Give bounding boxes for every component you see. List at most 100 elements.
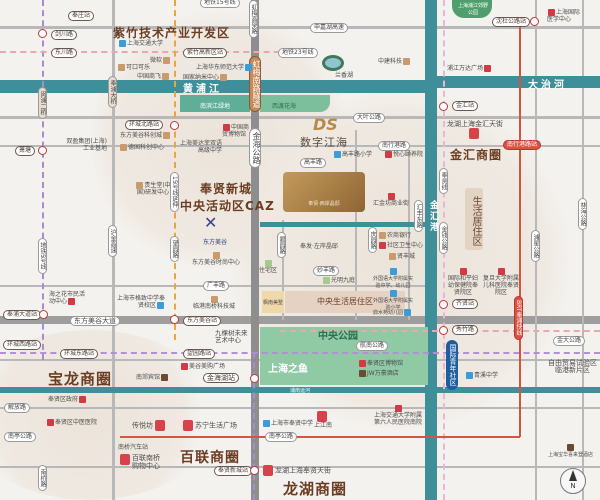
station-huanxi[interactable]: 环城西路站 [3,340,42,350]
station-xiuzhu[interactable]: 秀竹路 [452,325,479,335]
poi-sheraton[interactable]: 上海宝华喜来登酒店 [548,444,593,459]
metro-line-5-south [253,352,255,500]
station-shendu[interactable]: 沈杜公路站 [492,17,531,27]
poi-sisu-mid[interactable]: 外国语大学附属实验中学、幼儿园 [372,268,414,290]
shop-icon [389,253,396,260]
road-jinhai [251,0,259,500]
poi-fashion[interactable]: 东方美谷时尚中心 [192,252,240,266]
poi-jiukeshu[interactable]: 九棵树未来艺术中心 [215,330,251,344]
road-label-minpu2: 闵浦二桥 [38,87,47,119]
road-label-line23: 地铁23号线 [278,48,318,58]
station-fengpu[interactable]: 奉浦大道站 [3,310,42,320]
hospital-icon [548,9,555,16]
poi-longhu-jh[interactable]: 龙湖上海金汇天街 [447,121,503,139]
station-xincheng[interactable]: 奉贤新城站 [214,466,253,476]
station-wangyuan[interactable]: 望园路站 [183,349,216,359]
poi-fudan[interactable]: 复旦大学附属儿科医院奉贤院区 [483,268,519,296]
poi-ipmch[interactable]: 国际和平妇幼保健院奉贤院区 [447,268,479,296]
road-label-jinhai: 金海公路 [249,128,261,168]
poi-label: 东方美谷时尚中心 [192,259,241,266]
poi-bailian[interactable]: 百联南桥购物中心 [120,454,162,470]
poi-sjtu[interactable]: 上海交通大学 [118,40,163,47]
poi-lingang[interactable]: 临港南桥科技城 [193,296,235,310]
poi-shangjiangnan[interactable]: 上江南 [314,411,332,429]
station-zizhu[interactable]: 紫竹高新区站 [183,48,228,58]
poi-intl-med[interactable]: 上海国际医学中心 [547,9,583,23]
poi-haizhihua[interactable]: 海之花市民活动中心 [49,291,85,305]
station-jianchuan[interactable]: 剑川路 [51,30,78,40]
hotel-icon [567,444,574,451]
poi-tcm[interactable]: 奉贤区中医医院 [46,419,97,426]
poi-bus-station[interactable]: 南桥汽车站 [118,444,149,451]
label-dazhi: 大治河 [528,80,567,91]
poi-xianfeng[interactable]: 贤丰城 [388,253,415,260]
poi-jw[interactable]: JW万豪酒店 [358,370,399,377]
poi-german[interactable]: 德国科创中心 [119,144,164,151]
poi-label: 青溪中学 [474,372,499,379]
district-zizhu: 紫竹技术产业开发区 [113,26,231,40]
poi-fx-museum[interactable]: 奉贤区博物馆 [358,360,403,367]
poi-chuanyue[interactable]: 传悦坊 [132,420,167,431]
poi-guangming[interactable]: 光明九庭 [322,277,355,284]
poi-meida[interactable]: 上海美达菲双语高级中学 [180,140,222,154]
poi-sisu-pri[interactable]: 外国语大学附属实验小学 [372,290,414,312]
station-qixian[interactable]: 齐贤站 [452,299,479,309]
care-icon [385,151,392,158]
station-jinhaihu[interactable]: 金海湖站 [203,373,239,383]
station-nanxinggang[interactable]: 南行港路站 [503,140,542,150]
poi-kcc[interactable]: 东方美谷科创城 [120,132,171,139]
station-xiaotang[interactable]: 萧塘 [15,146,36,156]
poi-nanjiao[interactable]: 南郊宾馆 [136,374,169,381]
school-icon [245,64,253,71]
station-huandong[interactable]: 环城东路站 [60,349,99,359]
road [0,145,600,147]
poi-meigou[interactable]: 美谷美购广场 [180,363,225,370]
poi-huijinfang[interactable]: 汇金坊商业街 [373,193,409,207]
poi-zuoan[interactable]: 奉发·左岸晶邸 [300,243,338,250]
project-card[interactable]: 奉贤·西岸晶邸 [283,172,365,212]
poi-coke[interactable]: 可口可乐 [117,64,150,71]
poi-shuangying[interactable]: 双盈集团(上海)工业基地 [62,138,107,152]
poi-ecnu[interactable]: 上海华东师范大学 [196,64,253,71]
poi-dingshui[interactable]: 鼎水苑幼儿园 [373,309,412,317]
poi-resi[interactable]: 住宅区 [259,260,277,274]
district-shuzi: 数字江海 [300,136,348,149]
station-dongchuan[interactable]: 东川路 [51,48,78,58]
road-label-fengxian-line: 奉贤线 [439,168,448,194]
school-icon [466,372,473,379]
poi-rcb[interactable]: 农商银行 [378,232,411,239]
poi-clinic[interactable]: 社区卫生中心 [378,242,423,249]
shopping-bag-icon [263,465,273,476]
poi-fengnan[interactable]: 枫南美墅 [263,300,284,306]
poi-museum[interactable]: 中国商贸博物馆 [222,124,252,138]
poi-qingxi[interactable]: 青溪中学 [465,372,498,379]
metro-icon [38,146,47,155]
hospital-icon [47,419,54,426]
poi-suning[interactable]: 苏宁生活广场 [183,420,237,431]
poi-label: JW万豪酒店 [367,370,399,377]
poi-gov[interactable]: 奉贤区政府 [48,396,87,403]
station-huanbei[interactable]: 环城北路站 [125,120,164,130]
poi-gezhi[interactable]: 上海市格致中学奉贤校区 [117,295,165,309]
poi-yuexin[interactable]: 悦心颐养院 [384,151,423,158]
poi-comac[interactable]: 中国商飞 [137,73,170,80]
poi-sixth-hospital[interactable]: 上海交通大学附属第六人民医院南院 [372,405,424,426]
road-label-youth-community: 国际青年社区 [446,340,458,390]
shop-icon [484,65,492,72]
station-fengzhuang[interactable]: 奉庄站 [68,11,95,21]
road-label-jinda: 金大公路 [553,336,586,346]
poi-label: 美谷美购广场 [189,363,226,370]
poi-guisheng[interactable]: 贵生堂(中国)研发中心 [133,182,173,196]
poi-zhongjian[interactable]: 中建科技 [378,58,411,65]
station-jinhui[interactable]: 金汇站 [452,101,479,111]
poi-longhu-fx[interactable]: 龙湖上海奉贤天街 [263,465,331,476]
metro-line-23 [0,51,300,53]
poi-microsoft[interactable]: 微软 [150,57,171,64]
poi-gaofeng-school[interactable]: 高丰路小学 [333,151,372,158]
poi-nano[interactable]: 国家纳米中心 [183,74,228,81]
station-dongfang[interactable]: 东方美谷站 [183,316,222,326]
label-xidu: 西渡花海 [272,103,297,110]
poi-wanda[interactable]: 浦江万达广场 [447,65,492,72]
poi-fxhs[interactable]: 上海市奉贤中学 [262,420,313,427]
